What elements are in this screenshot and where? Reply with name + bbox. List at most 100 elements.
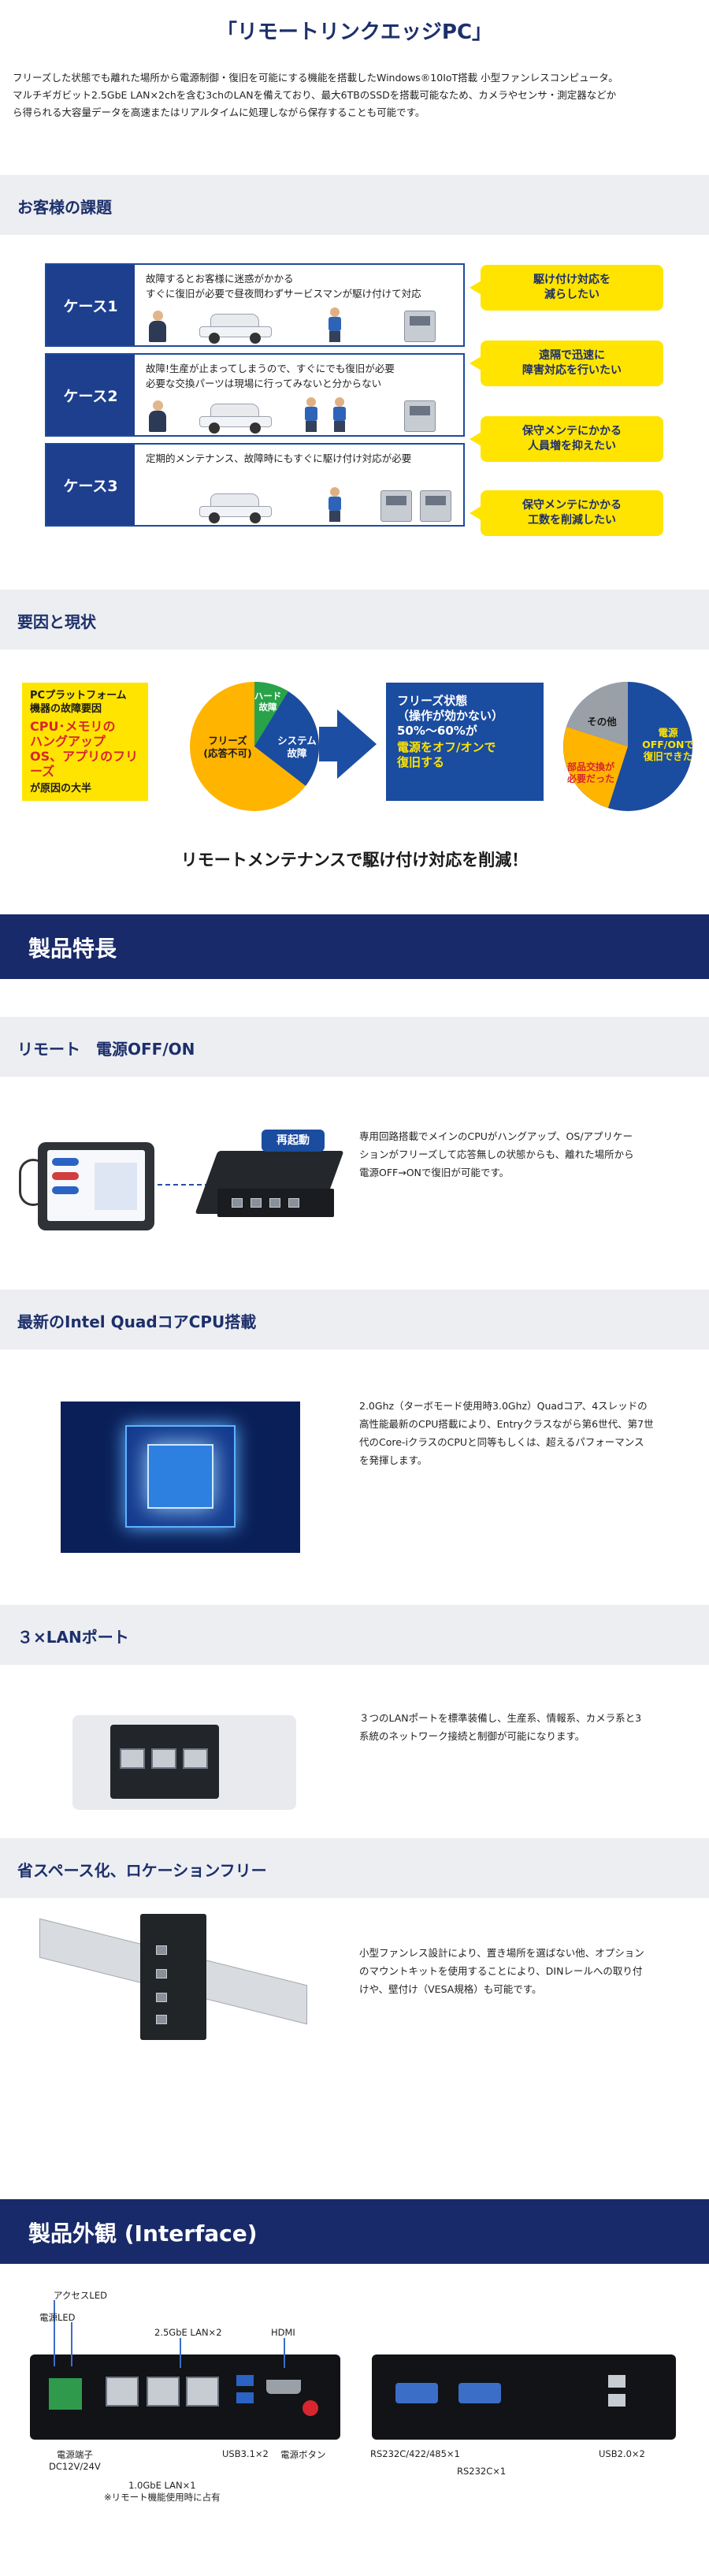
pie-label-text: (応答不可)	[203, 747, 252, 759]
callout-line	[71, 2322, 72, 2366]
cable-icon	[19, 1159, 47, 1206]
pie-label-power: 電源 OFF/ONで 復旧できた	[640, 727, 696, 762]
pie-slice-hard	[254, 681, 288, 746]
feature-cpu-header: 最新のIntel QuadコアCPU搭載	[0, 1290, 709, 1349]
label-usb3: USB3.1×2	[222, 2448, 269, 2459]
pie-label-other: その他	[587, 716, 617, 728]
pie-slice-other	[566, 682, 628, 746]
front-panel-image	[30, 2355, 340, 2440]
usb-port-icon	[236, 2392, 254, 2403]
intro-text: フリーズした状態でも離れた場所から電源制御・復旧を可能にする機能を搭載したWin…	[13, 69, 698, 121]
arrow-stem	[319, 727, 340, 761]
label-usb2: USB2.0×2	[599, 2448, 645, 2459]
reboot-badge: 再起動	[262, 1130, 325, 1152]
case-box-1: ケース1 故障するとお客様に迷惑がかかる すぐに復旧が必要で昼夜問わずサービスマ…	[45, 263, 465, 347]
pie-label-text: 部品交換が	[566, 761, 614, 772]
result-highlight: 電源をオフ/オンで	[397, 740, 496, 754]
register-icon	[404, 311, 436, 342]
case-desc-line: すぐに復旧が必要で昼夜問わずサービスマンが駆け付けて対応	[146, 288, 421, 300]
label-rs232-485: RS232C/422/485×1	[370, 2448, 460, 2459]
need-bubble-1: 駆け付け対応を減らしたい	[470, 265, 663, 311]
section-features: 製品特長	[0, 914, 709, 979]
feature-line: 小型ファンレス設計により、置き場所を選ばない他、オプション	[359, 1947, 644, 1959]
intro-line: フリーズした状態でも離れた場所から電源制御・復旧を可能にする機能を搭載したWin…	[13, 72, 618, 84]
feature-title: リモート 電源OFF/ON	[17, 1040, 195, 1059]
pie-label-freeze: フリーズ (応答不可)	[195, 735, 260, 760]
bubble-line: 駆け付け対応を	[533, 274, 611, 286]
case-desc-line: 必要な交換パーツは現場に行ってみないと分からない	[146, 378, 382, 389]
case-desc: 故障するとお客様に迷惑がかかる すぐに復旧が必要で昼夜問わずサービスマンが駆け付…	[146, 271, 461, 301]
feature-line: ションがフリーズして応答無しの状態からも、離れた場所から	[359, 1148, 634, 1160]
pie-label-text: 電源	[658, 727, 678, 739]
feature-description: 専用回路搭載でメインのCPUがハングアップ、OS/アプリケー ションがフリーズし…	[359, 1127, 698, 1182]
section-challenges: お客様の課題	[0, 175, 709, 235]
feature-lan-header: ３×LANポート	[0, 1605, 709, 1665]
failure-pie-chart	[190, 681, 320, 811]
bubble-line: 減らしたい	[544, 288, 599, 301]
label-lan25: 2.5GbE LAN×2	[154, 2327, 222, 2338]
section-heading: 製品外観 (Interface)	[28, 2220, 258, 2247]
callout-line	[180, 2338, 181, 2368]
pie-label-text: フリーズ	[208, 735, 247, 746]
section-interface: 製品外観 (Interface)	[0, 2199, 709, 2264]
van-icon	[199, 492, 272, 523]
van-icon	[199, 312, 272, 344]
hdmi-port-icon	[266, 2380, 301, 2394]
result-text: （操作が効かない）	[397, 709, 504, 723]
case-illustration	[144, 396, 459, 434]
bubble-line: 工数を削減したい	[528, 514, 616, 527]
operator-icon	[147, 311, 168, 342]
cpu-die	[147, 1444, 213, 1509]
feature-description: 2.0Ghz（ターボモード使用時3.0Ghz）Quadコア、4スレッドの 高性能…	[359, 1397, 698, 1469]
callout-line	[284, 2338, 285, 2368]
case-tag: ケース2	[46, 355, 135, 435]
need-bubble-3: 保守メンテにかかる人員増を抑えたい	[470, 416, 663, 462]
cause-highlight: OS、アプリのフリーズ	[30, 749, 139, 779]
case-desc: 故障!生産が止まってしまうので、すぐにでも復旧が必要 必要な交換パーツは現場に行…	[146, 361, 461, 391]
feature-title: 省スペース化、ロケーションフリー	[17, 1861, 267, 1880]
pie-label-text: 復旧できた	[643, 750, 693, 762]
van-icon	[199, 402, 272, 434]
cause-text: 機器の故障要因	[30, 703, 102, 715]
callout-line	[54, 2300, 55, 2366]
usb-port-icon	[236, 2375, 254, 2386]
lan-port-icon	[186, 2377, 219, 2407]
power-button-icon[interactable]	[303, 2400, 318, 2416]
need-bubble-4: 保守メンテにかかる工数を削減したい	[470, 490, 663, 536]
pie-slice-parts	[563, 727, 628, 808]
case-box-2: ケース2 故障!生産が止まってしまうので、すぐにでも復旧が必要 必要な交換パーツ…	[45, 353, 465, 437]
case-illustration	[144, 486, 459, 523]
label-power-terminal: 電源端子 DC12V/24V	[49, 2448, 101, 2472]
feature-line: のマウントキットを使用することにより、DINレールへの取り付	[359, 1965, 643, 1977]
feature-line: 系統のネットワーク接続と制御が可能になります。	[359, 1730, 585, 1742]
result-text: フリーズ状態	[397, 694, 468, 708]
feature-line: 高性能最新のCPU搭載により、Entryクラスながら第6世代、第7世	[359, 1418, 654, 1430]
case-tag: ケース1	[46, 265, 135, 345]
feature-line: ３つのLANポートを標準装備し、生産系、情報系、カメラ系と3	[359, 1712, 642, 1724]
feature-description: 小型ファンレス設計により、置き場所を選ばない他、オプション のマウントキットを使…	[359, 1944, 698, 1998]
factory-robot-icon	[404, 400, 436, 432]
cause-text: が原因の大半	[30, 783, 92, 795]
lan-port-icon	[147, 2377, 180, 2407]
label-access-led: アクセスLED	[54, 2290, 107, 2301]
case-box-3: ケース3 定期的メンテナンス、故障時にもすぐに駆け付け対応が必要	[45, 443, 465, 527]
label-line: 1.0GbE LAN×1	[128, 2480, 196, 2491]
pie-label-system: システム 故障	[271, 735, 323, 760]
section-heading: お客様の課題	[17, 198, 112, 217]
right-arrow-icon	[337, 709, 377, 779]
intro-line: マルチギガビット2.5GbE LAN×2chを含む3chのLANを備えており、最…	[13, 89, 617, 101]
case-desc: 定期的メンテナンス、故障時にもすぐに駆け付け対応が必要	[146, 451, 461, 466]
case-tag: ケース3	[46, 445, 135, 525]
case-desc-line: 故障するとお客様に迷惑がかかる	[146, 273, 294, 285]
equipment-icon	[420, 490, 451, 522]
cause-text: PCプラットフォーム	[30, 690, 127, 702]
pie-label-text: システム	[277, 735, 317, 746]
serviceman-icon	[302, 397, 321, 432]
power-terminal-icon	[49, 2378, 82, 2410]
feature-line: 電源OFF→ONで復旧が可能です。	[359, 1167, 510, 1178]
bubble-line: 保守メンテにかかる	[522, 499, 622, 512]
label-power-led: 電源LED	[39, 2312, 76, 2323]
feature-title: 最新のIntel QuadコアCPU搭載	[17, 1312, 257, 1331]
case-desc-line: 故障!生産が止まってしまうので、すぐにでも復旧が必要	[146, 363, 395, 374]
